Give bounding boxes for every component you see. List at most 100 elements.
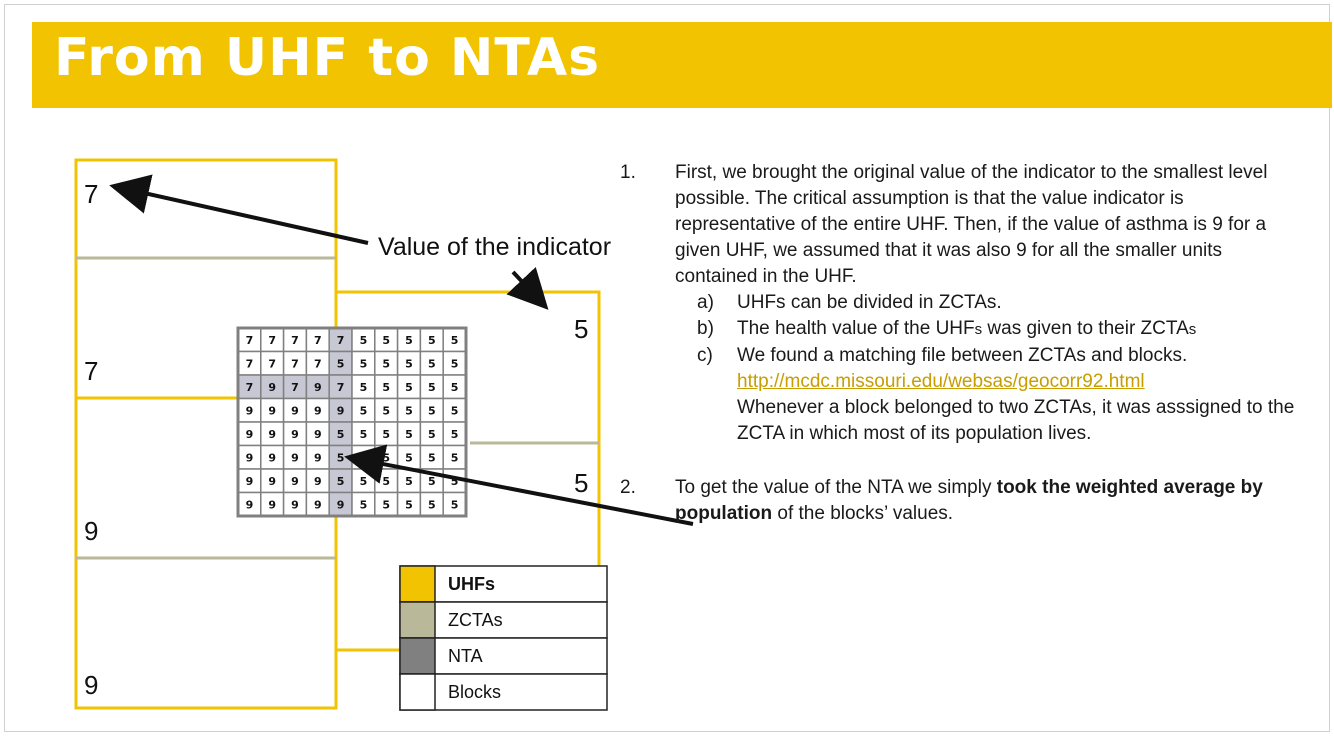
legend-label: NTA xyxy=(448,646,483,666)
block-value: 5 xyxy=(360,475,368,488)
arrow-to-right-value xyxy=(506,266,549,310)
block-value: 5 xyxy=(428,357,436,370)
block-value: 5 xyxy=(337,451,345,464)
block-value: 5 xyxy=(428,451,436,464)
block-value: 5 xyxy=(451,381,459,394)
legend-swatch xyxy=(399,601,436,639)
block-value: 9 xyxy=(268,451,276,464)
title-bar: From UHF to NTAs xyxy=(32,22,1332,108)
step-1a: a) UHFs can be divided in ZCTAs. xyxy=(675,290,1300,316)
block-value: 9 xyxy=(291,475,299,488)
block-value: 7 xyxy=(268,334,276,347)
zcta-lines xyxy=(76,256,599,560)
block-value: 9 xyxy=(246,498,254,511)
block-value: 5 xyxy=(451,334,459,347)
block-value: 5 xyxy=(337,475,345,488)
block-value: 5 xyxy=(360,428,368,441)
right-value-2: 5 xyxy=(574,468,588,498)
block-value: 9 xyxy=(268,404,276,417)
block-value: 9 xyxy=(246,451,254,464)
block-value: 5 xyxy=(405,475,413,488)
step-1c-after: Whenever a block belonged to two ZCTAs, … xyxy=(737,397,1295,444)
block-value: 5 xyxy=(405,357,413,370)
block-value: 5 xyxy=(382,475,390,488)
step-1-text: First, we brought the original value of … xyxy=(675,162,1268,287)
block-value: 9 xyxy=(246,475,254,488)
legend-swatch xyxy=(399,637,436,675)
legend-swatch xyxy=(399,565,436,603)
block-value: 5 xyxy=(382,381,390,394)
legend-label: UHFs xyxy=(448,574,495,594)
block-value: 5 xyxy=(405,451,413,464)
step-2: 2. To get the value of the NTA we simply… xyxy=(620,475,1300,527)
step-2-pre: To get the value of the NTA we simply xyxy=(675,477,997,498)
block-value: 5 xyxy=(405,381,413,394)
step-1c: c) We found a matching file between ZCTA… xyxy=(675,343,1300,447)
block-value: 9 xyxy=(291,498,299,511)
block-value: 5 xyxy=(337,428,345,441)
step-1b-small-s: s xyxy=(974,321,983,338)
block-value: 5 xyxy=(451,498,459,511)
block-value: 7 xyxy=(246,334,254,347)
geocorr-link[interactable]: http://mcdc.missouri.edu/websas/geocorr9… xyxy=(737,371,1145,392)
legend-swatch xyxy=(399,673,436,711)
block-value: 7 xyxy=(268,357,276,370)
block-value: 7 xyxy=(337,381,345,394)
block-value: 9 xyxy=(291,428,299,441)
block-value: 9 xyxy=(314,451,322,464)
block-value: 9 xyxy=(314,381,322,394)
block-value: 9 xyxy=(314,475,322,488)
block-value: 5 xyxy=(382,357,390,370)
block-value: 5 xyxy=(382,428,390,441)
block-value: 5 xyxy=(451,428,459,441)
legend-label: ZCTAs xyxy=(448,610,503,630)
explanation-text: 1. First, we brought the original value … xyxy=(620,160,1300,527)
grid-border xyxy=(236,326,468,518)
step-1a-text: UHFs can be divided in ZCTAs. xyxy=(737,292,1002,313)
block-value: 5 xyxy=(451,357,459,370)
block-value: 5 xyxy=(337,357,345,370)
step-2-post: of the blocks’ values. xyxy=(772,503,954,524)
block-value: 7 xyxy=(314,334,322,347)
right-value-1: 5 xyxy=(574,314,588,344)
block-value: 7 xyxy=(337,334,345,347)
block-value: 7 xyxy=(291,334,299,347)
block-value: 9 xyxy=(246,428,254,441)
block-value: 5 xyxy=(428,498,436,511)
legend-label: Blocks xyxy=(448,682,501,702)
step-1b: b) The health value of the UHFs was give… xyxy=(675,316,1300,343)
block-value: 5 xyxy=(360,381,368,394)
arrow-to-left-value xyxy=(109,174,369,245)
step-1c-number: c) xyxy=(697,345,713,366)
block-value: 5 xyxy=(360,334,368,347)
block-value: 5 xyxy=(451,404,459,417)
block-value: 5 xyxy=(382,404,390,417)
block-value: 5 xyxy=(382,498,390,511)
page-title: From UHF to NTAs xyxy=(54,28,601,88)
block-value: 5 xyxy=(428,428,436,441)
block-value: 5 xyxy=(428,381,436,394)
block-value: 9 xyxy=(268,498,276,511)
step-1b-text-pre: The health value of the UHF xyxy=(737,318,975,339)
block-value: 9 xyxy=(314,428,322,441)
block-value: 7 xyxy=(246,381,254,394)
block-value: 5 xyxy=(382,334,390,347)
block-value: 5 xyxy=(405,428,413,441)
block-value: 5 xyxy=(428,404,436,417)
block-value: 9 xyxy=(314,404,322,417)
left-value-2: 7 xyxy=(84,356,98,386)
left-value-3: 9 xyxy=(84,516,98,546)
block-value: 7 xyxy=(246,357,254,370)
block-value: 5 xyxy=(428,334,436,347)
block-value: 9 xyxy=(337,404,345,417)
block-value: 7 xyxy=(314,357,322,370)
block-value: 5 xyxy=(451,451,459,464)
block-value: 5 xyxy=(405,334,413,347)
arrow-to-block xyxy=(344,444,694,526)
slide xyxy=(4,4,1330,732)
step-1b-small-end: s xyxy=(1188,321,1197,338)
block-value: 7 xyxy=(291,381,299,394)
block-value: 5 xyxy=(428,475,436,488)
